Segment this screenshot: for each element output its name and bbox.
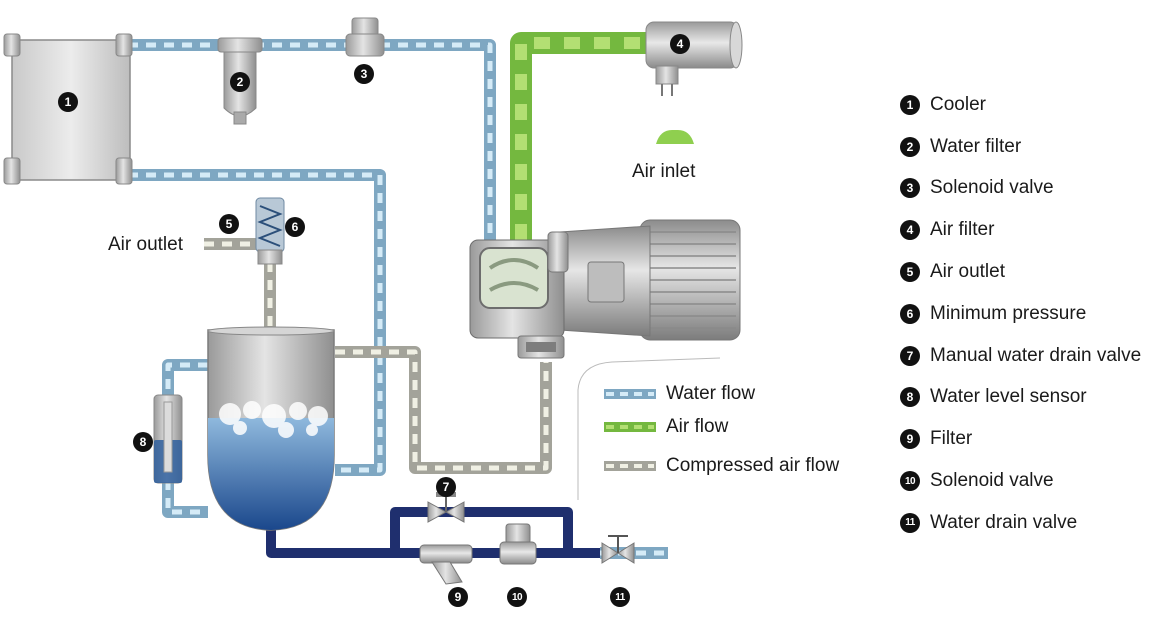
air-filter [645,21,743,96]
legend-label: Water drain valve [930,511,1078,533]
water-flow-swatch [604,389,656,399]
callout-8: 8 [133,432,153,452]
callout-3: 3 [354,64,374,84]
air-flow-label: Air flow [666,416,729,437]
compressed-air-flow-label: Compressed air flow [666,455,840,476]
drain-pipes [266,507,600,558]
water-drain-valve [601,535,635,564]
component-legend: 1 Cooler 2 Water filter 3 Solenoid valve… [900,84,1155,544]
compressed-air-pipes [204,238,552,474]
legend-number: 8 [900,387,920,408]
callout-6: 6 [285,217,305,237]
legend-label: Minimum pressure [930,302,1087,324]
legend-number: 11 [900,512,920,533]
legend-number: 5 [900,262,920,283]
legend-number: 1 [900,94,920,115]
legend-label: Filter [930,428,973,450]
legend-item-air-outlet: 5 Air outlet [900,251,1155,293]
legend-item-minimum-pressure: 6 Minimum pressure [900,293,1155,335]
legend-number: 6 [900,303,920,324]
water-flow-label: Water flow [666,383,756,404]
cooler [3,33,133,185]
callout-10: 10 [507,587,527,607]
solenoid-valve-top [345,17,385,57]
legend-number: 4 [900,220,920,241]
legend-item-water-level-sensor: 8 Water level sensor [900,377,1155,419]
filter-strainer [419,544,473,585]
legend-number: 3 [900,178,920,199]
legend-label: Air outlet [930,261,1005,283]
legend-item-manual-water-drain-valve: 7 Manual water drain valve [900,335,1155,377]
callout-7: 7 [436,477,456,497]
legend-item-filter: 9 Filter [900,418,1155,460]
callout-11: 11 [610,587,630,607]
air-inlet-marker [656,130,694,144]
air-outlet-label: Air outlet [108,234,183,255]
legend-label: Solenoid valve [930,177,1054,199]
legend-item-solenoid-valve-drain: 10 Solenoid valve [900,460,1155,502]
legend-number: 7 [900,345,920,366]
flow-key-divider [577,357,721,500]
callout-9: 9 [448,587,468,607]
legend-label: Water level sensor [930,386,1087,408]
legend-number: 10 [900,471,920,492]
legend-item-cooler: 1 Cooler [900,84,1155,126]
air-flow-pipe [510,32,650,240]
legend-label: Cooler [930,93,986,115]
legend-item-air-filter: 4 Air filter [900,209,1155,251]
solenoid-valve-drain [499,523,537,565]
air-flow-swatch [604,422,656,432]
minimum-pressure-valve [255,197,285,265]
callout-5: 5 [219,214,239,234]
legend-label: Air filter [930,219,995,241]
legend-number: 9 [900,429,920,450]
compressor-motor [469,219,741,359]
water-filter [217,37,263,125]
legend-item-water-filter: 2 Water filter [900,126,1155,168]
compressed-air-flow-swatch [604,461,656,471]
callout-1: 1 [58,92,78,112]
legend-label: Solenoid valve [930,470,1054,492]
legend-item-water-drain-valve: 11 Water drain valve [900,502,1155,544]
legend-label: Water filter [930,135,1022,157]
water-level-sensor [153,394,183,484]
legend-number: 2 [900,136,920,157]
separator-tank [207,326,335,531]
air-inlet-label: Air inlet [632,161,696,182]
flow-key-swatches [604,389,656,471]
callout-4: 4 [670,34,690,54]
callout-2: 2 [230,72,250,92]
legend-label: Manual water drain valve [930,344,1142,366]
legend-item-solenoid-valve: 3 Solenoid valve [900,168,1155,210]
